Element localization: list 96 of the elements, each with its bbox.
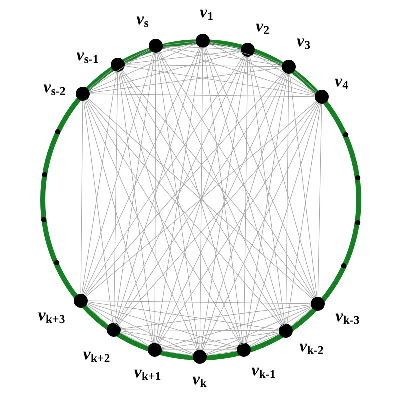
edge-line [116,56,246,324]
vertex-label: v$_{k}$ [192,376,207,388]
edge-line [88,50,150,90]
edge-line [80,100,84,294]
vertex-label: v$_{s-1}$ [76,52,98,64]
edge-line [250,56,316,298]
edge-line [206,306,312,354]
edge-line [158,52,284,325]
vertex-label: v$_{k+1}$ [134,370,161,380]
edge-line [286,74,290,324]
edge-line [209,44,316,94]
edge-line [158,73,286,344]
vertex-label: v$_{k-3}$ [336,314,360,324]
edge-line [120,71,242,344]
edge-line [210,42,282,66]
edge-line [88,69,113,90]
vertex-label: v$_{3}$ [297,38,310,50]
edge-line [244,56,248,344]
edge-line [114,72,118,324]
edge-line [162,46,242,50]
edge-line [244,74,288,344]
edge-line [84,47,200,295]
edge-line [120,330,280,332]
edge-line [160,52,314,298]
edge-line [254,52,283,65]
vertex-label: v$_{s-2}$ [44,84,66,96]
vertex-label: v$_{k+3}$ [38,312,65,324]
edge-line [250,308,312,346]
edge-line [118,102,318,325]
edge-line [86,304,150,346]
edge-line [294,72,317,92]
edge-line [88,302,280,330]
edge-line [200,56,248,350]
vertex-label: v$_{k+2}$ [83,352,110,362]
edge-line [162,332,280,350]
edge-line [254,54,316,94]
edge-line [82,72,118,294]
vertex-label: v$_{2}$ [256,24,270,34]
edge-line [204,48,284,324]
edge-line [86,305,109,326]
edge-line [90,94,316,98]
edge-line [202,74,288,350]
edge-line [246,104,320,344]
edge-line [120,332,194,356]
edge-line [85,72,285,296]
vertex-label: v$_{1}$ [200,10,213,20]
edge-line [154,52,156,344]
edge-line [87,304,194,354]
edge-line [120,72,198,350]
vertex-label: v$_{4}$ [335,78,348,90]
edge-line [204,48,244,344]
edge-line [86,100,198,351]
edge-line [118,72,154,344]
edge-line [202,103,320,351]
edge-line [88,302,238,348]
edge-line [124,50,242,64]
edge-line [120,330,238,350]
edge-line [89,44,197,92]
edge-line [124,66,316,96]
edge-line [206,350,238,356]
vertex-label: v$_{k-2}$ [300,344,324,354]
edge-line [286,104,322,324]
edge-line [291,308,313,327]
edge-line [86,100,240,344]
edge-line [120,304,312,330]
edge-line [206,47,316,298]
edge-line [124,64,282,68]
edge-line [84,100,154,344]
edge-line [158,102,318,344]
edge-line [90,68,282,94]
vertex-label: v$_{s}$ [136,16,149,28]
edge-line [122,70,314,299]
edge-line [210,42,242,49]
edge-line [250,334,280,348]
edge-line [87,99,282,326]
edge-line [248,56,286,324]
edge-line [124,48,150,62]
edge-line [124,42,196,64]
vertex-label: v$_{k-1}$ [252,368,276,378]
edge-line [290,74,318,298]
edge-line [162,350,194,356]
edge-line [82,52,154,294]
edge-line [318,104,322,298]
edge-line [162,48,316,96]
edge-line [90,52,242,92]
edge-line [116,48,202,324]
edge-line [84,100,114,324]
edge-line [206,332,280,356]
edge-line [120,332,149,348]
edge-line [88,300,312,304]
edge-line [84,56,244,296]
edge-line [162,46,282,66]
edge-line [162,306,312,348]
edge-line [114,52,156,324]
edge-line [162,41,196,46]
edge-line [200,48,204,350]
